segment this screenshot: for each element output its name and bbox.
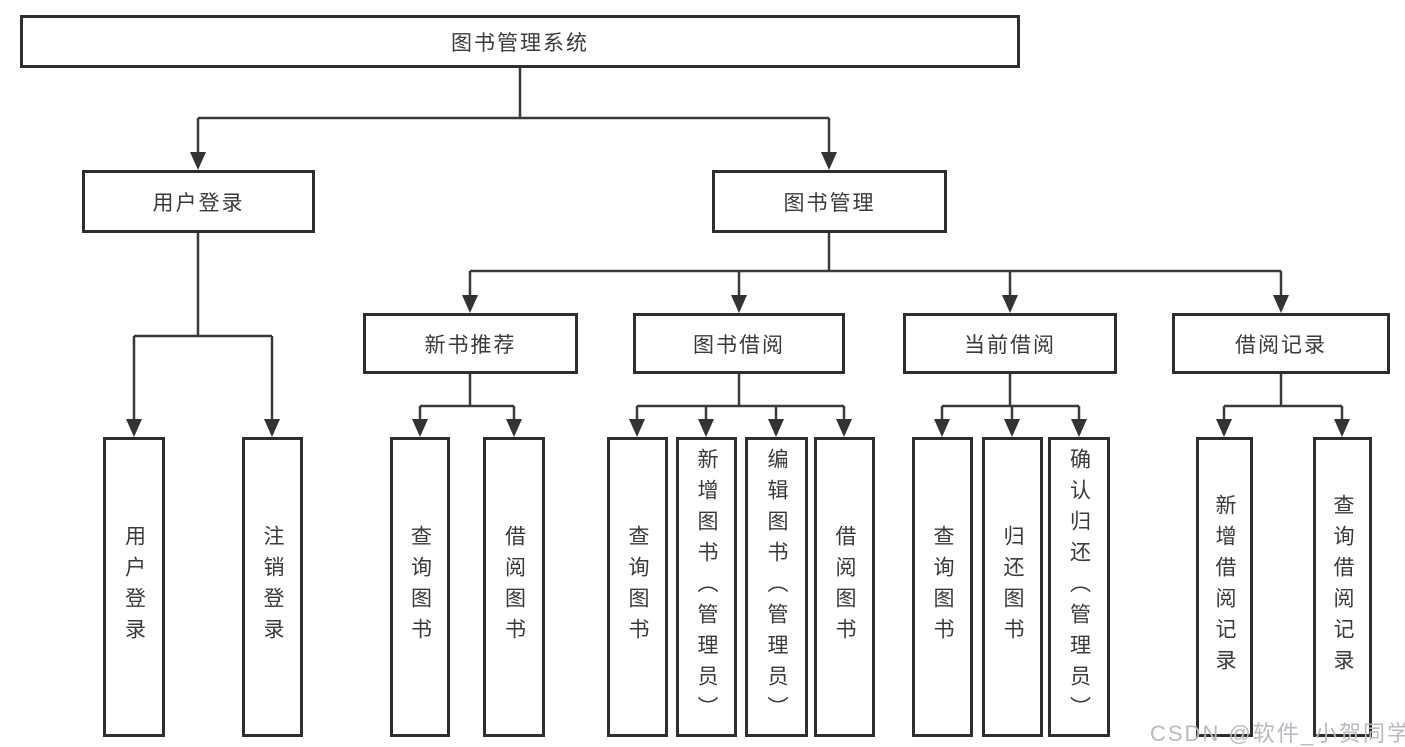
node-book-borrowing: 图书借阅 — [633, 313, 845, 374]
leaf-query-books-newrec: 查询图书 — [390, 437, 450, 737]
node-label: 新书推荐 — [424, 333, 517, 357]
node-label: 查询图书 — [408, 525, 432, 649]
node-new-book-recommendation: 新书推荐 — [363, 313, 578, 374]
node-label: 查询图书 — [931, 525, 955, 649]
leaf-add-borrow-record: 新增借阅记录 — [1196, 437, 1253, 737]
connector-bookmgmt-to-level3 — [462, 233, 1289, 313]
node-label: 用户登录 — [152, 191, 245, 215]
leaf-query-borrow-record: 查询借阅记录 — [1313, 437, 1372, 737]
connector-borrowrec-to-leaves — [1216, 374, 1350, 437]
node-label: 当前借阅 — [964, 333, 1056, 357]
node-label: 新增图书（管理员） — [695, 447, 719, 727]
leaf-add-books-admin: 新增图书（管理员） — [676, 437, 737, 737]
leaf-borrow-books-newrec: 借阅图书 — [483, 437, 545, 737]
connector-userlogin-to-leaves — [126, 233, 280, 437]
leaf-return-books: 归还图书 — [982, 437, 1043, 737]
node-label: 编辑图书（管理员） — [765, 447, 789, 727]
leaf-confirm-return-admin: 确认归还（管理员） — [1048, 437, 1110, 737]
node-label: 借阅图书 — [502, 525, 526, 649]
node-label: 图书管理 — [783, 191, 876, 215]
connector-curborrow-to-leaves — [934, 374, 1087, 437]
connector-newrec-to-leaves — [412, 374, 522, 437]
node-label: 注销登录 — [261, 525, 285, 649]
node-current-borrowing: 当前借阅 — [903, 313, 1117, 374]
node-label: 图书借阅 — [693, 333, 785, 357]
node-library-system: 图书管理系统 — [20, 15, 1020, 68]
leaf-query-books-current: 查询图书 — [912, 437, 973, 737]
node-label: 确认归还（管理员） — [1067, 447, 1091, 727]
node-label: 新增借阅记录 — [1213, 494, 1237, 680]
node-label: 借阅记录 — [1235, 333, 1327, 357]
connector-bookborrow-to-leaves — [629, 374, 852, 437]
leaf-borrow-books: 借阅图书 — [814, 437, 875, 737]
node-label: 用户登录 — [122, 525, 146, 649]
node-label: 图书管理系统 — [451, 31, 589, 55]
node-label: 查询借阅记录 — [1331, 494, 1355, 680]
leaf-edit-books-admin: 编辑图书（管理员） — [745, 437, 808, 737]
node-label: 归还图书 — [1001, 525, 1025, 649]
node-book-management-module: 图书管理 — [712, 170, 947, 233]
node-label: 借阅图书 — [833, 525, 857, 649]
node-user-login-module: 用户登录 — [82, 170, 315, 233]
leaf-user-login: 用户登录 — [103, 437, 165, 737]
node-label: 查询图书 — [626, 525, 650, 649]
csdn-watermark: CSDN @软件_小贺同学 — [1150, 721, 1405, 746]
leaf-query-books-borrow: 查询图书 — [607, 437, 668, 737]
node-borrowing-records: 借阅记录 — [1172, 313, 1390, 374]
leaf-logout: 注销登录 — [242, 437, 303, 737]
connector-root-to-level2 — [190, 68, 837, 170]
